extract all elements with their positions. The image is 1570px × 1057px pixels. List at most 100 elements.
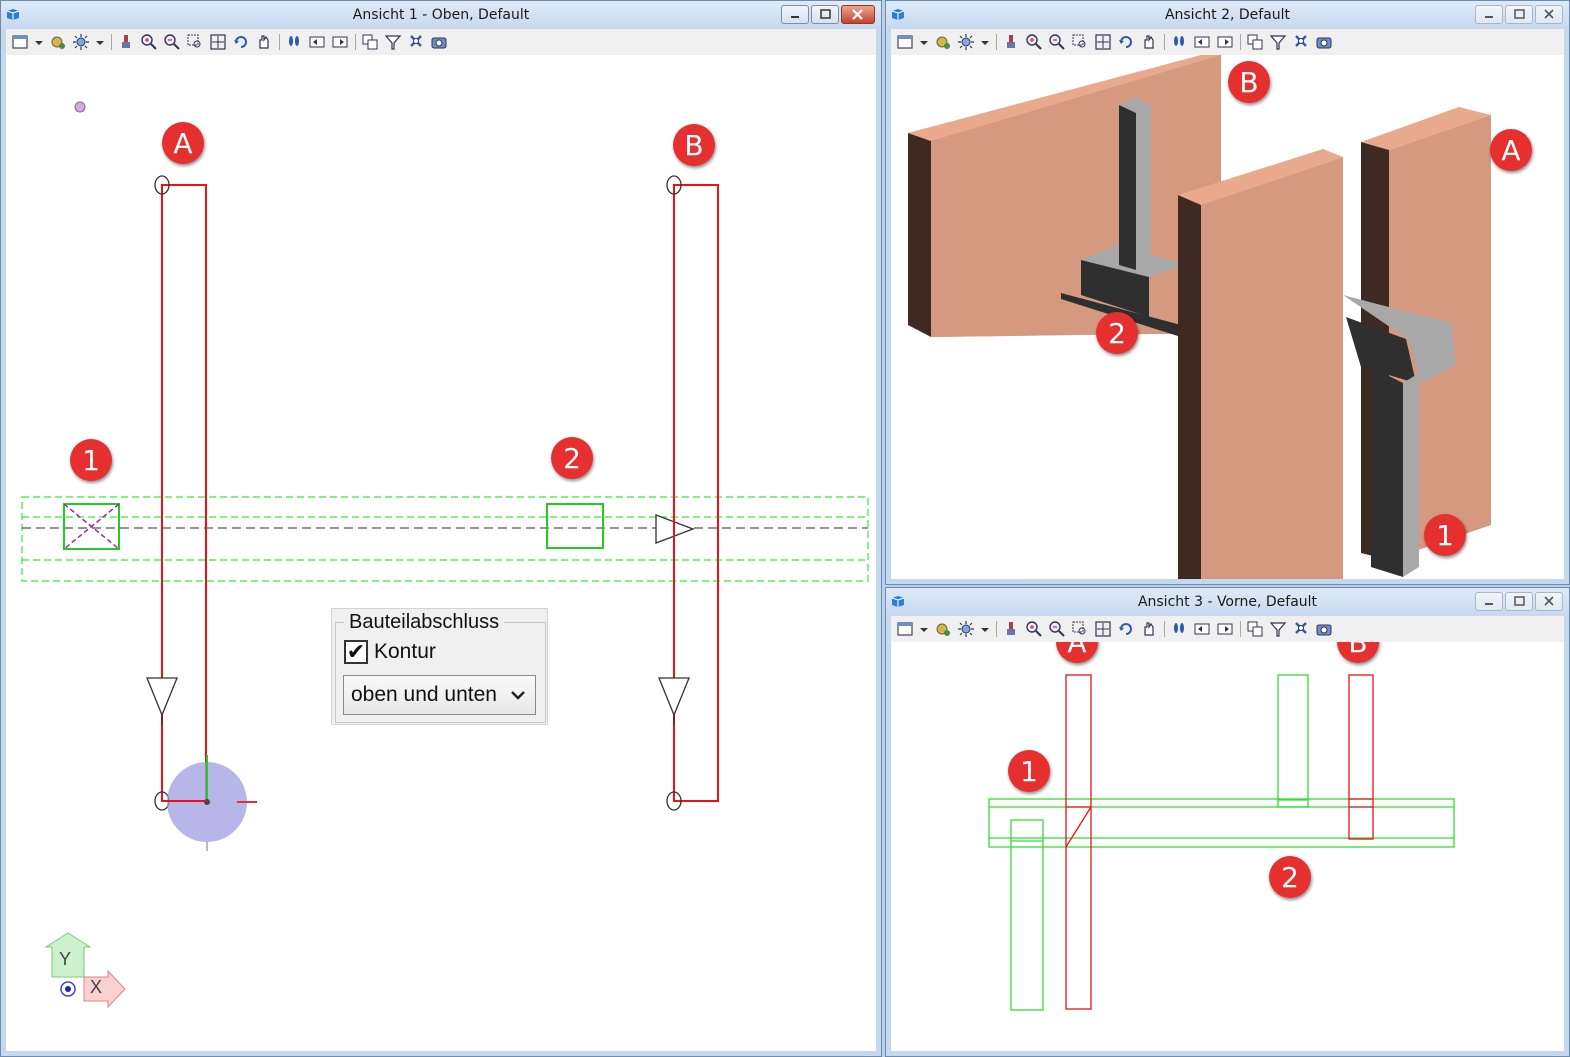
footprint-icon (289, 36, 299, 46)
title-bar[interactable]: Ansicht 1 - Oben, Default (1, 1, 881, 29)
wall-a-outline[interactable] (146, 175, 207, 811)
minimize-button[interactable] (781, 5, 809, 24)
close-button[interactable] (1535, 592, 1563, 611)
brush-button[interactable] (1001, 619, 1023, 639)
minimize-button[interactable] (1475, 592, 1503, 611)
zoom-in-button[interactable] (1024, 619, 1046, 639)
maximize-button[interactable] (1505, 592, 1533, 611)
zoom-window-button[interactable] (1070, 619, 1092, 639)
filter-button[interactable] (383, 32, 405, 52)
view-previous-button[interactable] (307, 32, 329, 52)
view-previous-button[interactable] (1192, 32, 1214, 52)
settings-button[interactable] (406, 32, 428, 52)
fit-view-button[interactable] (208, 32, 230, 52)
column-2-outline[interactable] (1277, 674, 1309, 808)
marker-2: 2 (551, 437, 593, 479)
close-button[interactable] (1535, 5, 1563, 24)
settings-button[interactable] (1291, 32, 1313, 52)
view-window-iso[interactable]: Ansicht 2, Default (885, 0, 1570, 585)
rotate-button[interactable] (1116, 32, 1138, 52)
dropdown-button[interactable] (918, 619, 932, 639)
beam-2-3d (1061, 97, 1186, 337)
contour-row[interactable]: ✔ Kontur (344, 639, 436, 665)
plan-drawing[interactable] (6, 55, 876, 1051)
camera-button[interactable] (429, 32, 451, 52)
filter-button[interactable] (1268, 619, 1290, 639)
wall-b-outline[interactable] (658, 175, 719, 811)
view-layout-button[interactable] (895, 619, 917, 639)
title-bar[interactable]: Ansicht 2, Default (886, 1, 1569, 29)
zoom-out-button[interactable] (1047, 32, 1069, 52)
footprint-button[interactable] (1169, 32, 1191, 52)
camera-icon (1316, 37, 1332, 49)
rotate-button[interactable] (231, 32, 253, 52)
dropdown-button[interactable] (979, 619, 993, 639)
brush-button[interactable] (116, 32, 138, 52)
copy-view-icon (362, 34, 378, 50)
beam-front-outline[interactable] (988, 798, 1455, 848)
view-window-top[interactable]: Ansicht 1 - Oben, Default (0, 0, 882, 1057)
rotate-button[interactable] (1116, 619, 1138, 639)
view-next-button[interactable] (1215, 32, 1237, 52)
pan-button[interactable] (1139, 32, 1161, 52)
zoom-window-button[interactable] (1070, 32, 1092, 52)
zoom-in-button[interactable] (139, 32, 161, 52)
dropdown-button[interactable] (979, 32, 993, 52)
zoom-out-button[interactable] (162, 32, 184, 52)
iso-model[interactable] (891, 55, 1564, 579)
column-1-outline[interactable] (1010, 819, 1044, 1011)
pan-button[interactable] (1139, 619, 1161, 639)
contour-checkbox[interactable]: ✔ (344, 640, 368, 664)
copy-view-button[interactable] (360, 32, 382, 52)
view-next-button[interactable] (330, 32, 352, 52)
end-position-select[interactable]: oben und unten (343, 675, 536, 715)
drawing-canvas-top[interactable]: Y X A B 1 2 Bauteilabschluss ✔ Kontur ob… (6, 55, 876, 1051)
filter-button[interactable] (1268, 32, 1290, 52)
render-mode-button[interactable] (933, 32, 955, 52)
contour-label: Kontur (374, 640, 436, 663)
drawing-canvas-front[interactable]: A B 1 2 (891, 642, 1564, 1051)
fit-view-button[interactable] (1093, 619, 1115, 639)
zoom-window-button[interactable] (185, 32, 207, 52)
view-layout-button[interactable] (10, 32, 32, 52)
wall-b-front-outline[interactable] (1348, 674, 1374, 840)
title-bar[interactable]: Ansicht 3 - Vorne, Default (886, 588, 1569, 616)
dropdown-button[interactable] (33, 32, 47, 52)
light-button[interactable] (956, 32, 978, 52)
dropdown-button[interactable] (918, 32, 932, 52)
camera-button[interactable] (1314, 619, 1336, 639)
beam-outline[interactable] (21, 496, 869, 582)
copy-view-button[interactable] (1245, 32, 1267, 52)
drawing-canvas-iso[interactable]: B A 2 1 (891, 55, 1564, 579)
render-mode-button[interactable] (933, 619, 955, 639)
camera-button[interactable] (1314, 32, 1336, 52)
view-layout-button[interactable] (895, 32, 917, 52)
view-previous-button[interactable] (1192, 619, 1214, 639)
wall-a-front-outline[interactable] (1065, 674, 1092, 1010)
maximize-button[interactable] (1505, 5, 1533, 24)
zoom-out-button[interactable] (1047, 619, 1069, 639)
marker-b: B (1337, 642, 1379, 663)
minimize-button[interactable] (1475, 5, 1503, 24)
front-drawing[interactable] (891, 642, 1564, 1051)
view-window-front[interactable]: Ansicht 3 - Vorne, Default (885, 587, 1570, 1057)
view-next-button[interactable] (1215, 619, 1237, 639)
close-button[interactable] (841, 5, 875, 24)
pan-button[interactable] (254, 32, 276, 52)
maximize-button[interactable] (811, 5, 839, 24)
render-mode-icon (51, 36, 65, 49)
fit-view-button[interactable] (1093, 32, 1115, 52)
settings-button[interactable] (1291, 619, 1313, 639)
brush-button[interactable] (1001, 32, 1023, 52)
manipulator-handle[interactable] (162, 755, 257, 851)
column-1-symbol[interactable] (63, 503, 120, 550)
zoom-in-button[interactable] (1024, 32, 1046, 52)
footprint-button[interactable] (284, 32, 306, 52)
dropdown-button[interactable] (94, 32, 108, 52)
footprint-button[interactable] (1169, 619, 1191, 639)
light-button[interactable] (956, 619, 978, 639)
light-button[interactable] (71, 32, 93, 52)
copy-view-button[interactable] (1245, 619, 1267, 639)
render-mode-button[interactable] (48, 32, 70, 52)
column-2-symbol[interactable] (546, 503, 604, 549)
